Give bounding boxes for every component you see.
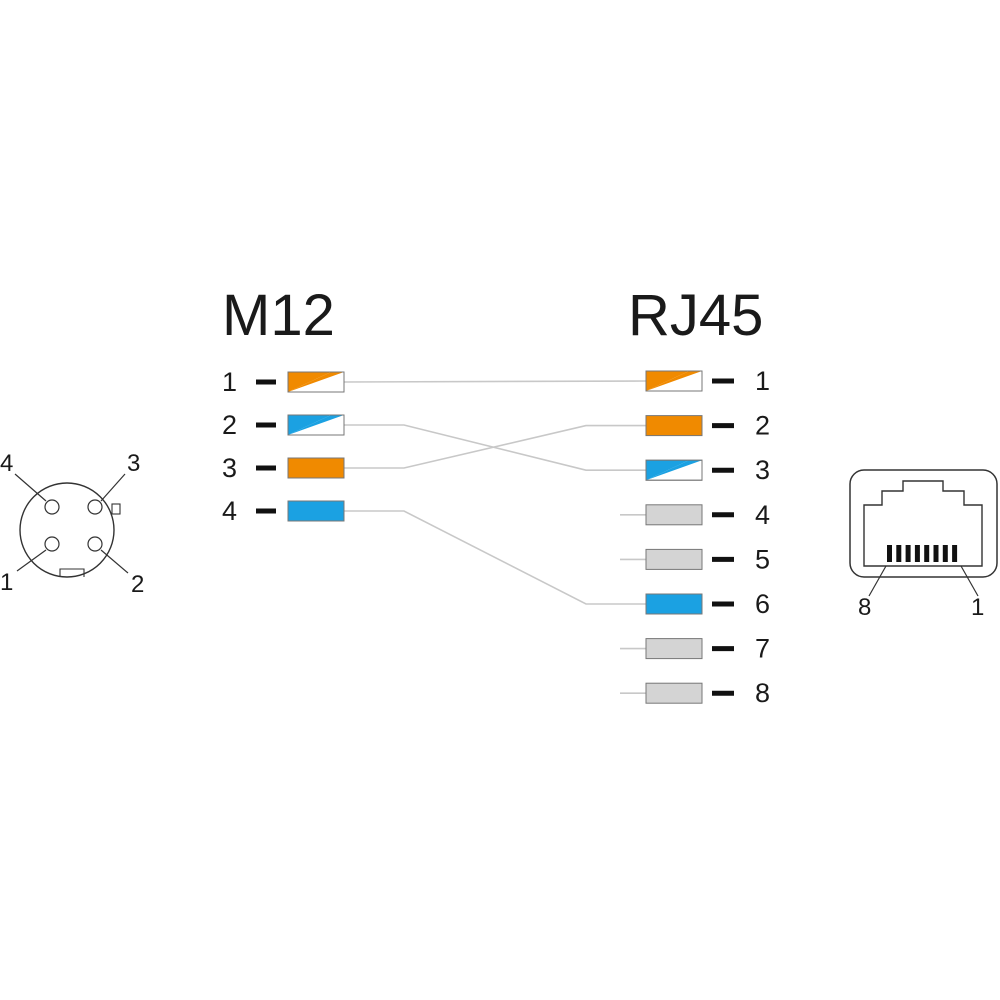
rj45-pin-1-block-stripe xyxy=(646,371,689,391)
rj45-jack-opening xyxy=(863,480,983,567)
m12-pin-2-block-stripe xyxy=(288,415,331,435)
m12-pin-2-block-stripe-edge xyxy=(288,415,344,435)
rj45-pin-7-block-fill xyxy=(645,638,703,660)
m12-face-outline xyxy=(19,482,115,578)
m12-face-pin-2 xyxy=(87,536,103,552)
m12-pin-column: 1 2 3 4 xyxy=(222,367,345,526)
rj45-pin-number: 3 xyxy=(755,455,770,485)
rj45-pin-number: 5 xyxy=(755,544,770,574)
rj45-pin-6-block-fill xyxy=(645,593,703,615)
m12-pin-2-block-frame xyxy=(287,414,345,436)
rj45-pin-number: 4 xyxy=(755,500,770,530)
m12-face-pin-3 xyxy=(87,499,103,515)
rj45-pin-4-block xyxy=(645,504,703,526)
wire-m12-1-to-rj45-1 xyxy=(343,380,647,383)
rj45-face-label-8: 8 xyxy=(858,594,871,621)
rj45-pin-1-block-frame xyxy=(645,370,703,392)
rj45-pin-4-block-fill xyxy=(645,504,703,526)
m12-pin-number: 2 xyxy=(222,410,237,440)
rj45-jack-outline xyxy=(849,469,998,578)
m12-pin-3-block xyxy=(287,457,345,479)
m12-face-pin-1 xyxy=(44,536,60,552)
rj45-pin-number: 2 xyxy=(755,411,770,441)
rj45-pin-1-block xyxy=(645,370,703,392)
m12-face-label-3: 3 xyxy=(127,450,140,477)
m12-face-label-2: 2 xyxy=(131,571,144,598)
rj45-jack-face: 8 1 xyxy=(849,469,998,621)
rj45-contact xyxy=(905,545,911,562)
rj45-contact xyxy=(887,545,892,562)
m12-leader-1 xyxy=(16,549,47,572)
m12-pin-1-block-stripe-edge xyxy=(288,372,344,392)
rj45-contact xyxy=(942,545,948,562)
rj45-pin-2-block xyxy=(645,415,703,437)
m12-pin-number: 3 xyxy=(222,453,237,483)
rj45-pin-number: 8 xyxy=(755,678,770,708)
wire-group xyxy=(343,380,647,605)
m12-pin-1-block xyxy=(287,371,345,393)
rj45-pin-8-block xyxy=(645,682,703,704)
m12-face-pin-4 xyxy=(44,499,60,515)
rj45-contact xyxy=(933,545,939,562)
m12-title: M12 xyxy=(222,283,335,348)
m12-pin-1-block-frame xyxy=(287,371,345,393)
rj45-pin-3-block xyxy=(645,459,703,481)
rj45-contacts xyxy=(887,545,958,562)
m12-face-key-bottom xyxy=(59,568,85,577)
m12-leader-4 xyxy=(14,473,47,502)
rj45-pin-3-block-stripe xyxy=(646,460,689,481)
wire-m12-4-to-rj45-6 xyxy=(344,510,646,605)
rj45-pin-number: 7 xyxy=(755,634,770,664)
rj45-pin-3-block-stripe-edge xyxy=(646,460,702,481)
m12-pin-3-block-fill xyxy=(287,457,345,479)
rj45-leader-8 xyxy=(868,565,887,597)
m12-pin-4-block-fill xyxy=(287,500,345,522)
rj45-face-label-1: 1 xyxy=(971,594,984,621)
rj45-contact xyxy=(896,545,902,562)
m12-face-label-4: 4 xyxy=(0,450,13,477)
rj45-pin-1-block-stripe-edge xyxy=(646,371,702,391)
m12-pin-1-block-stripe xyxy=(288,372,331,392)
rj45-pin-column: 1 2 3 4 5 6 7 8 xyxy=(620,366,770,708)
m12-face-key-right xyxy=(111,503,121,515)
rj45-pin-6-block xyxy=(645,593,703,615)
m12-face-label-1: 1 xyxy=(0,569,13,596)
rj45-pin-number: 1 xyxy=(755,366,770,396)
m12-pin-2-block xyxy=(287,414,345,436)
m12-leader-2 xyxy=(100,549,129,574)
m12-leader-3 xyxy=(100,473,126,502)
wire-m12-3-to-rj45-2 xyxy=(344,424,646,469)
m12-pin-4-block xyxy=(287,500,345,522)
rj45-contact xyxy=(952,545,958,562)
m12-pin-number: 1 xyxy=(222,367,237,397)
rj45-contact xyxy=(924,545,930,562)
rj45-title: RJ45 xyxy=(628,283,763,348)
m12-connector-face: 4 3 1 2 xyxy=(0,450,144,598)
rj45-pin-number: 6 xyxy=(755,589,770,619)
rj45-pin-3-block-frame xyxy=(645,459,703,481)
rj45-pin-2-block-fill xyxy=(645,415,703,437)
rj45-pin-8-block-fill xyxy=(645,682,703,704)
rj45-contact xyxy=(914,545,920,562)
rj45-pin-7-block xyxy=(645,638,703,660)
rj45-pin-5-block xyxy=(645,548,703,570)
m12-pin-number: 4 xyxy=(222,496,237,526)
rj45-leader-1 xyxy=(960,565,979,597)
rj45-pin-5-block-fill xyxy=(645,548,703,570)
